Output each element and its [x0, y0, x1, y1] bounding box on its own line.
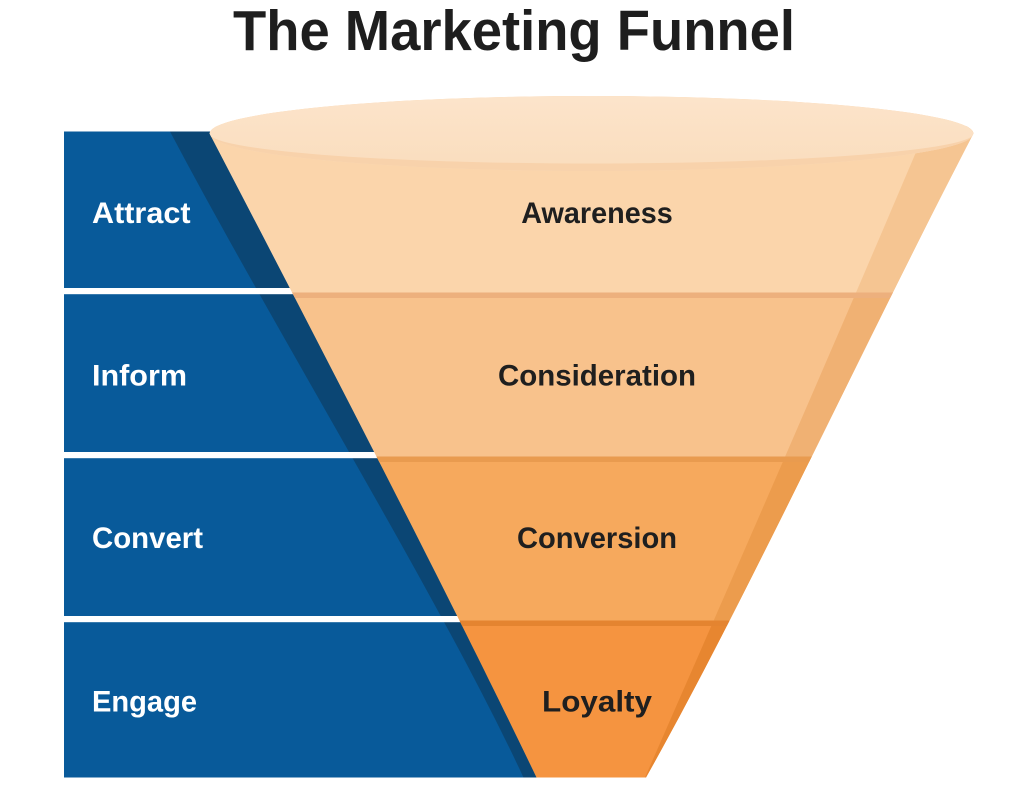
svg-text:Conversion: Conversion: [517, 522, 677, 555]
svg-text:Awareness: Awareness: [521, 197, 673, 230]
svg-text:Convert: Convert: [92, 522, 203, 555]
svg-text:Loyalty: Loyalty: [542, 686, 652, 719]
svg-text:The Marketing Funnel: The Marketing Funnel: [233, 0, 795, 63]
svg-text:Attract: Attract: [92, 197, 191, 230]
svg-text:Engage: Engage: [92, 686, 197, 719]
svg-text:Inform: Inform: [92, 360, 187, 393]
svg-text:Consideration: Consideration: [498, 360, 696, 393]
